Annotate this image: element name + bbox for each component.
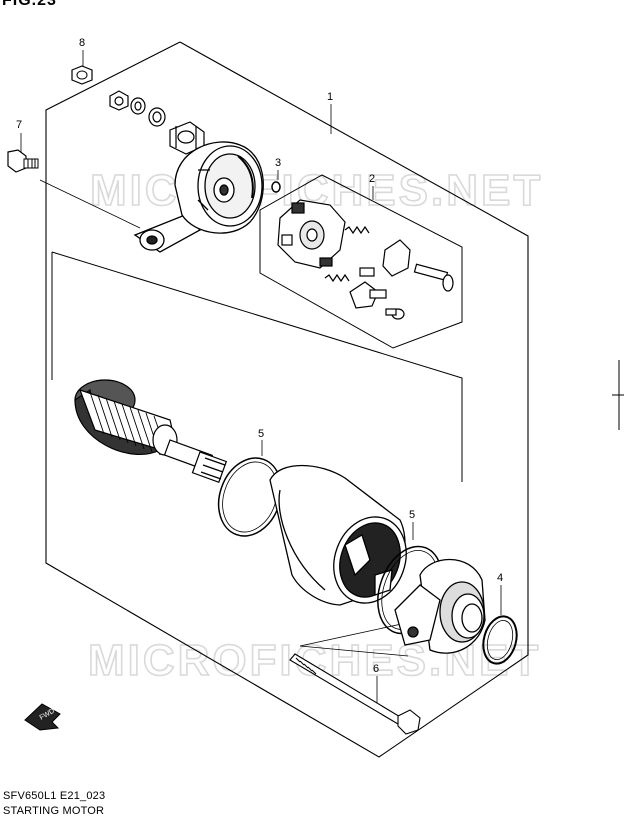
assembly-outline [45,41,529,758]
callout-8: 8 [79,37,86,49]
terminal-bushing [169,121,205,155]
brushes [349,239,411,309]
leader-lines [20,50,502,706]
washer-stack [109,90,166,127]
brush-springs [324,225,370,283]
part-7-bolt [7,149,39,173]
callout-1: 1 [327,91,334,103]
front-housing [394,558,486,654]
callout-5-right: 5 [409,509,416,521]
callout-3: 3 [275,157,282,169]
part-6-through-bolt [289,653,421,735]
small-screw [385,308,405,320]
footer-code: SFV650L1 E21_023 [3,790,106,802]
callout-6: 6 [373,663,380,675]
part-4-oring [482,615,518,665]
brush-holder-box [259,174,463,349]
callout-5-left: 5 [258,428,265,440]
callout-2: 2 [369,173,376,185]
footer-title: STARTING MOTOR [3,805,105,817]
armature [74,379,228,484]
part-3-oring [271,181,281,193]
brush-holder [277,199,346,269]
part-8-nut [71,65,93,85]
callout-7: 7 [16,119,23,131]
figure-label: FIG.23 [2,0,57,9]
watermark-bottom: MICROFICHES.NET [88,636,541,685]
motor-yoke [269,464,407,606]
brush-bolt [413,263,454,292]
fwd-arrow: FWD [24,703,61,731]
rear-housing [133,141,264,253]
inner-bracket [51,251,463,482]
callout-4: 4 [497,572,504,584]
